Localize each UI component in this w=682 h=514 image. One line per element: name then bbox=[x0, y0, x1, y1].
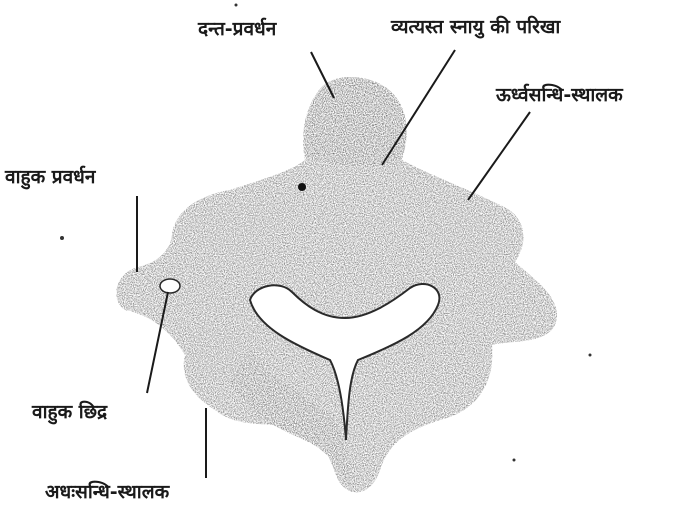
dens-spot bbox=[298, 183, 306, 191]
label-transverse-process: वाहुक प्रवर्धन bbox=[5, 168, 95, 187]
transverse-foramen-hole bbox=[160, 279, 180, 293]
odontoid-dome bbox=[305, 77, 406, 166]
label-transverse-ligament-groove: व्यत्यस्त स्नायु की परिखा bbox=[391, 18, 560, 37]
label-odontoid-process: दन्त-प्रवर्धन bbox=[198, 20, 276, 39]
pointer-superior-articular bbox=[468, 112, 530, 200]
label-superior-articular-facet: ऊर्ध्वसन्धि-स्थालक bbox=[496, 86, 623, 105]
label-transverse-foramen: वाहुक छिद्र bbox=[32, 403, 107, 422]
label-inferior-articular-facet: अधःसन्धि-स्थालक bbox=[45, 483, 169, 502]
vertebra-body bbox=[116, 77, 557, 492]
